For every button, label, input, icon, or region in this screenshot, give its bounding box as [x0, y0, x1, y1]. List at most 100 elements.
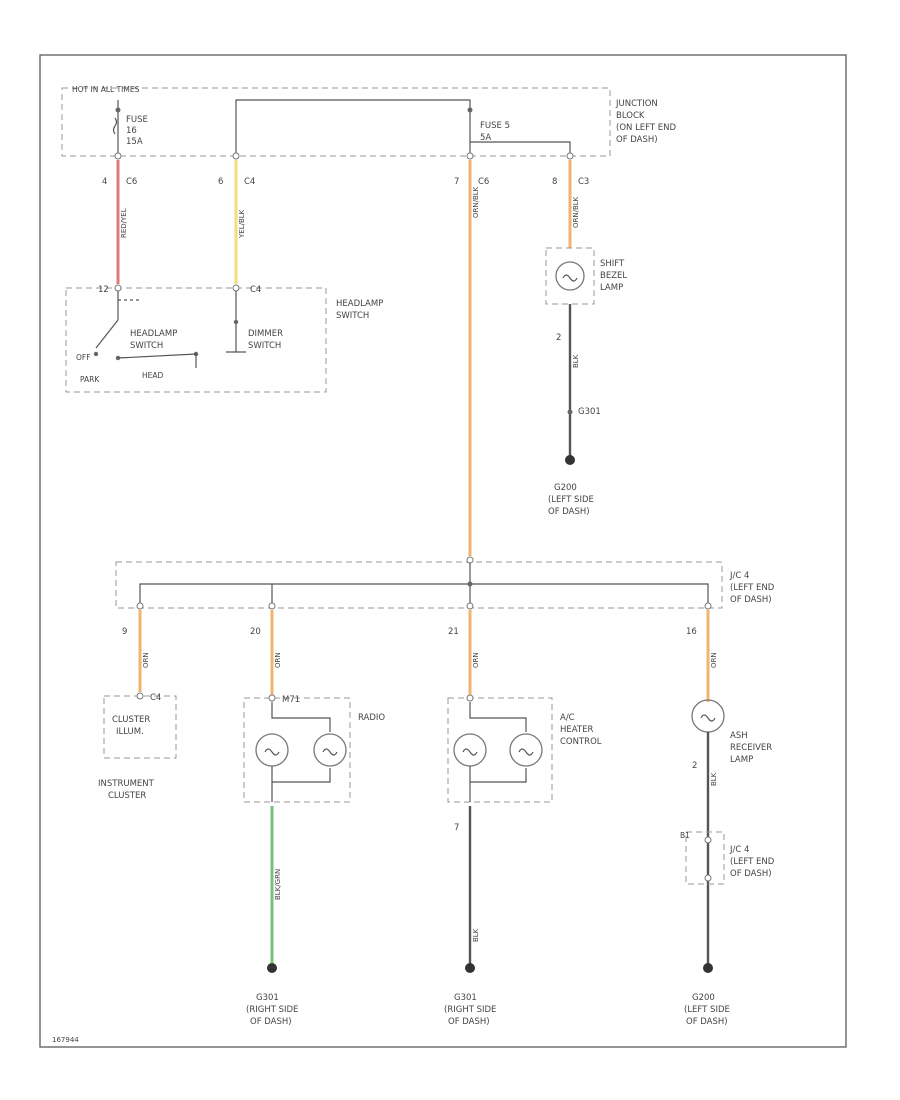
- branch-3-wire-code: ORN: [710, 652, 718, 668]
- shift-lamp-label-3: LAMP: [600, 283, 623, 293]
- ash-jc4-label-1: J/C 4: [729, 845, 749, 855]
- jc4-label-1: J/C 4: [729, 571, 749, 581]
- ash-pin-bottom: 2: [692, 761, 697, 771]
- ash-jc4-pin-label: B1: [680, 831, 690, 840]
- shift-lamp-label-2: BEZEL: [600, 271, 627, 281]
- junction-block-label-2: BLOCK: [616, 111, 645, 121]
- ac-bulb-2-icon: [509, 733, 543, 767]
- fuse-5-label: FUSE 5: [480, 121, 510, 131]
- radio-ground-label-1: G301: [256, 993, 279, 1003]
- ash-jc4-label-2: (LEFT END: [730, 857, 775, 867]
- headlamp-pin-12-node: [114, 284, 122, 292]
- ac-pin-node: [466, 694, 474, 702]
- shift-splice-label: G301: [578, 407, 601, 417]
- junction-block-label-1: JUNCTION: [615, 99, 658, 109]
- ac-ground-icon: [465, 963, 475, 973]
- ac-box-outline: [447, 697, 553, 803]
- radio-ground-icon: [267, 963, 277, 973]
- fuse-5-amp: 5A: [480, 133, 491, 143]
- dimmer-label-1: DIMMER: [248, 329, 283, 339]
- ac-bulb-2-filament: [518, 748, 534, 756]
- ash-label-1: ASH: [730, 731, 748, 741]
- shift-bulb-filament: [562, 274, 578, 282]
- fuse-16-amp: 15A: [126, 137, 143, 147]
- shift-ground-icon: [565, 455, 575, 465]
- wire-code-orn-blk-main: ORN/BLK: [472, 186, 480, 218]
- radio-bulb-1-icon: [255, 733, 289, 767]
- radio-ground-wire-code: BLK/GRN: [274, 869, 282, 900]
- shift-ground-label-1: G200: [554, 483, 577, 493]
- ash-ground-icon: [703, 963, 713, 973]
- jc4-bus: [139, 583, 709, 606]
- headlamp-park-label: PARK: [80, 375, 100, 384]
- radio-box-outline: [243, 697, 351, 803]
- ash-bulb-icon: [691, 699, 725, 733]
- shift-pin-2: 2: [556, 333, 561, 343]
- headlamp-off-label: OFF: [76, 353, 91, 362]
- ash-ground-label-3: OF DASH): [686, 1017, 728, 1027]
- wire-code-red-yel: RED/YEL: [120, 208, 128, 238]
- jb-pin-8-num: 8: [552, 177, 557, 187]
- shift-wire-code: BLK: [572, 354, 580, 368]
- cluster-pin-node: [136, 692, 144, 700]
- jb-pin-7-num: 7: [454, 177, 459, 187]
- junction-block-label-3: (ON LEFT END: [616, 123, 677, 133]
- headlamp-switch-label-1: HEADLAMP: [130, 329, 177, 339]
- dimmer-label-2: SWITCH: [248, 341, 281, 351]
- footer-code: 167944: [52, 1036, 79, 1044]
- jb-pin-7-node: [466, 152, 474, 160]
- ash-label-2: RECEIVER: [730, 743, 772, 753]
- ash-jc4-label-3: OF DASH): [730, 869, 772, 879]
- branch-2-pin: 21: [448, 627, 459, 637]
- cluster-box-label-1: CLUSTER: [112, 715, 150, 725]
- ash-jc4-pin-node: [704, 836, 712, 844]
- radio-conn: M71: [282, 695, 300, 705]
- jb-pin-8-node: [566, 152, 574, 160]
- ash-ground-label-2: (LEFT SIDE: [684, 1005, 730, 1015]
- headlamp-head-label: HEAD: [142, 371, 164, 380]
- branch-3-pin: 16: [686, 627, 697, 637]
- ac-ground-wire-code: BLK: [472, 928, 480, 942]
- shift-lamp-label-1: SHIFT: [600, 259, 625, 269]
- fuse-16-symbol: [112, 117, 118, 135]
- headlamp-off-contact: [93, 351, 99, 357]
- jc4-pin-9-node: [136, 602, 144, 610]
- jb-pin-8-conn: C3: [578, 177, 589, 187]
- jc4-input-node: [466, 556, 474, 564]
- branch-2-wire-code: ORN: [472, 652, 480, 668]
- branch-1-pin: 20: [250, 627, 261, 637]
- radio-bulb-1-filament: [264, 748, 280, 756]
- jc4-outline: [115, 561, 723, 609]
- headlamp-pin-12: 12: [98, 285, 109, 295]
- ac-internal-bottom: [470, 768, 527, 783]
- radio-internal-top: [271, 702, 331, 732]
- hot-at-all-times-label: HOT IN ALL TIMES: [72, 85, 140, 94]
- fuse-16-number: 16: [126, 126, 137, 136]
- ac-label-1: A/C: [560, 713, 575, 723]
- fuse-16-label: FUSE: [126, 115, 148, 125]
- jc4-label-2: (LEFT END: [730, 583, 775, 593]
- headlamp-switch-label-2: SWITCH: [130, 341, 163, 351]
- jb-pin-6-node: [232, 152, 240, 160]
- jb-pin-7-conn: C6: [478, 177, 489, 187]
- branch-0-pin: 9: [122, 627, 127, 637]
- wire-code-yel-blk: YEL/BLK: [238, 209, 246, 239]
- radio-internal-bottom: [272, 768, 331, 783]
- jc4-pin-21-node: [466, 602, 474, 610]
- ash-ground-label-1: G200: [692, 993, 715, 1003]
- radio-ground-label-3: OF DASH): [250, 1017, 292, 1027]
- jb-pin-4-node: [114, 152, 122, 160]
- ac-ground-label-2: (RIGHT SIDE: [444, 1005, 496, 1015]
- radio-bulb-2-icon: [313, 733, 347, 767]
- jb-pin-6-num: 6: [218, 177, 223, 187]
- diagram-frame: [39, 54, 847, 1048]
- wire-code-orn-blk-shift: ORN/BLK: [572, 196, 580, 228]
- fuse-16-top-node: [115, 107, 121, 113]
- ash-bulb-filament: [700, 714, 716, 722]
- headlamp-switch-title-1: HEADLAMP: [336, 299, 383, 309]
- branch-0-wire-code: ORN: [142, 652, 150, 668]
- ac-pin-bottom: 7: [454, 823, 459, 833]
- jc4-pin-20-node: [268, 602, 276, 610]
- jb-pin-4-num: 4: [102, 177, 107, 187]
